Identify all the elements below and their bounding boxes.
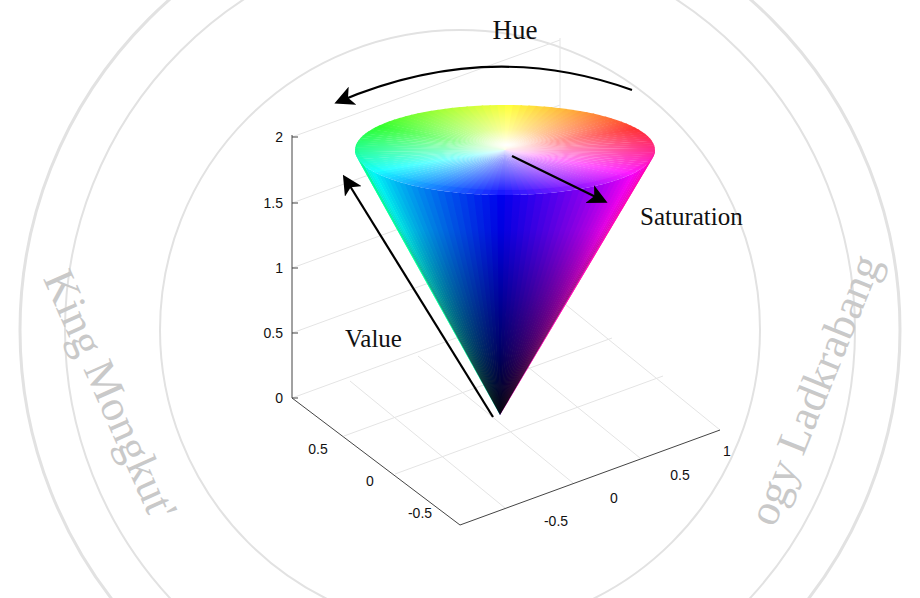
plot-axes: [292, 38, 720, 525]
axis-tick: -0.5: [544, 514, 568, 528]
watermark-text: King Mongkut': [35, 264, 184, 527]
watermark-seal: [20, 0, 900, 598]
arrow-label: Saturation: [640, 204, 743, 229]
axis-tick: 1: [723, 444, 731, 458]
watermark-text: ogy Ladkrabang: [741, 249, 889, 532]
axis-tick: 0.5: [308, 442, 327, 456]
arrow-label: Hue: [493, 17, 538, 44]
axis-tick: -0.5: [408, 506, 432, 520]
axis-tick: 0: [275, 391, 283, 405]
axis-tick: 1: [275, 261, 283, 275]
axis-tick: 0.5: [670, 468, 689, 482]
axis-tick: 2: [275, 130, 283, 144]
axis-tick: 0: [366, 474, 374, 488]
axis-arrows: [338, 67, 632, 417]
arrow-label: Value: [345, 326, 402, 351]
axis-tick: 0: [610, 491, 618, 505]
hsv-cone: [355, 100, 657, 415]
axis-tick: 0.5: [264, 326, 283, 340]
axis-tick: 1.5: [264, 196, 283, 210]
